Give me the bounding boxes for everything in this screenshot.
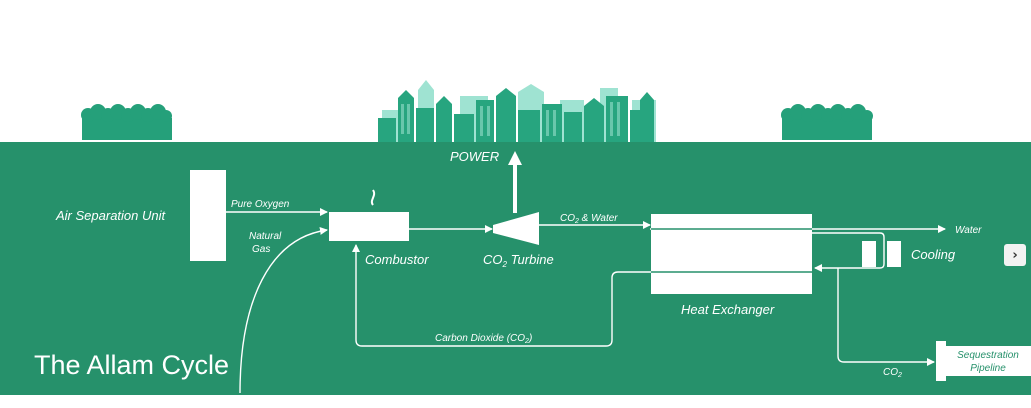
- co2-turbine-shape: [493, 212, 539, 245]
- city-skyline-icon: [378, 80, 656, 142]
- cooling-label: Cooling: [911, 247, 956, 262]
- sequestration-pipeline-box: [946, 346, 1031, 376]
- carbon-dioxide-label: Carbon Dioxide (CO2): [435, 333, 532, 345]
- cooling-unit-right: [887, 241, 901, 267]
- air-separation-unit-box: [190, 170, 226, 261]
- heat-exchanger-label: Heat Exchanger: [681, 302, 775, 317]
- chevron-right-icon: ›: [1012, 247, 1018, 263]
- natural-gas-line: [239, 227, 328, 394]
- carbon-dioxide-return-line: [352, 244, 652, 347]
- sequestration-label-line2: Pipeline: [970, 363, 1006, 374]
- water-label: Water: [955, 225, 982, 236]
- co2-sequestration-line: [837, 268, 935, 366]
- co2-water-label: CO2 & Water: [560, 213, 618, 225]
- cooling-loop-line: [812, 232, 885, 272]
- sequestration-label-line1: Sequestration: [957, 350, 1019, 361]
- co2-out-label: CO2: [883, 367, 902, 379]
- next-slide-button[interactable]: ›: [1004, 244, 1026, 266]
- combustor-box: [329, 212, 409, 241]
- combustor-label: Combustor: [365, 252, 429, 267]
- pure-oxygen-label: Pure Oxygen: [231, 199, 290, 210]
- trees-left-icon: [81, 104, 172, 140]
- air-separation-unit-label: Air Separation Unit: [55, 208, 166, 223]
- natural-gas-label-line2: Gas: [252, 244, 270, 255]
- natural-gas-label-line1: Natural: [249, 231, 282, 242]
- trees-right-icon: [781, 104, 873, 140]
- sequestration-pipeline-cap: [936, 341, 946, 381]
- heat-exchanger-box: [651, 214, 812, 294]
- diagram-title: The Allam Cycle: [34, 350, 229, 380]
- co2-turbine-label: CO2 Turbine: [483, 252, 554, 269]
- cooling-unit-left: [862, 241, 876, 267]
- flame-icon: [370, 189, 376, 206]
- power-label: POWER: [450, 149, 499, 164]
